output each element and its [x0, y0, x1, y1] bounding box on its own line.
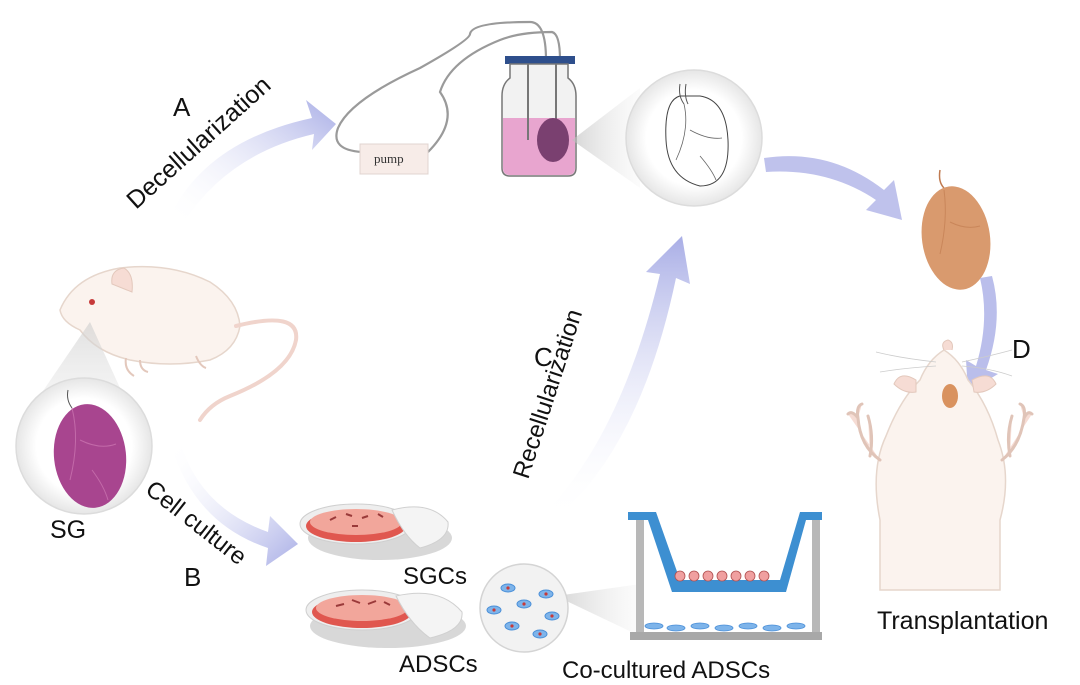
adscs-dish [305, 589, 466, 648]
arrow-recellularization [540, 236, 690, 522]
transplantation-label: Transplantation [877, 607, 1048, 635]
sg-zoom-circle [15, 377, 153, 515]
sg-label: SG [50, 516, 86, 544]
pump-tubing [335, 20, 562, 154]
zoom-beam-scaffold [572, 88, 640, 188]
arrow-transplantation [966, 276, 998, 392]
recellularization-label: Recellularization [508, 306, 588, 482]
scaffold-zoom-circle [625, 69, 763, 207]
step-b-label: B [184, 562, 201, 592]
recipient-mouse [846, 339, 1034, 591]
adsc-zoom-circle [479, 563, 640, 653]
pump-label: pump [374, 151, 404, 166]
pump-box: pump [359, 143, 429, 175]
bioreactor-bottle [501, 56, 577, 177]
sgcs-label: SGCs [403, 563, 467, 590]
arrow-decellularization [172, 100, 336, 222]
step-c-label: C [534, 342, 553, 372]
sgcs-dish [299, 503, 452, 560]
co-cultured-adscs-label: Co-cultured ADSCs [562, 657, 770, 684]
step-a-label: A [173, 92, 191, 122]
arrow-cell-culture [172, 442, 298, 566]
donor-mouse [59, 265, 299, 422]
adscs-label: ADSCs [399, 651, 478, 678]
recellularized-gland [921, 169, 991, 290]
step-d-label: D [1012, 334, 1031, 364]
transwell-co-culture [628, 512, 822, 640]
arrow-to-recellularized-gland [764, 156, 902, 220]
